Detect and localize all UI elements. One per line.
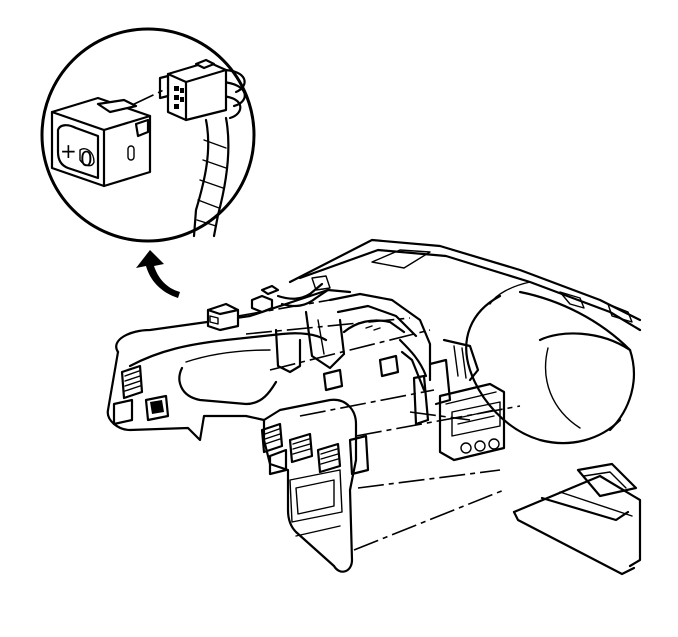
switch-light-symbol: 0 bbox=[80, 147, 93, 171]
assembly-lines bbox=[237, 299, 521, 551]
dash-headlamp-switch bbox=[206, 284, 280, 332]
switch-plus-symbol: + bbox=[60, 139, 77, 163]
callout-detail: + 0 bbox=[40, 27, 256, 243]
callout-connection-line bbox=[129, 87, 169, 107]
switch-side-slot bbox=[127, 145, 135, 161]
driver-side-vent bbox=[120, 364, 144, 400]
instrument-panel bbox=[106, 238, 642, 576]
floor-console bbox=[512, 462, 642, 576]
curved-arrow-icon bbox=[136, 250, 180, 298]
headlamp-switch: + 0 bbox=[50, 96, 152, 188]
center-vents bbox=[260, 422, 342, 474]
center-stack bbox=[260, 398, 358, 573]
wiring-harness bbox=[192, 68, 246, 238]
dash-framework bbox=[274, 292, 506, 476]
callout-circle bbox=[40, 27, 256, 243]
electrical-connector bbox=[158, 58, 228, 122]
